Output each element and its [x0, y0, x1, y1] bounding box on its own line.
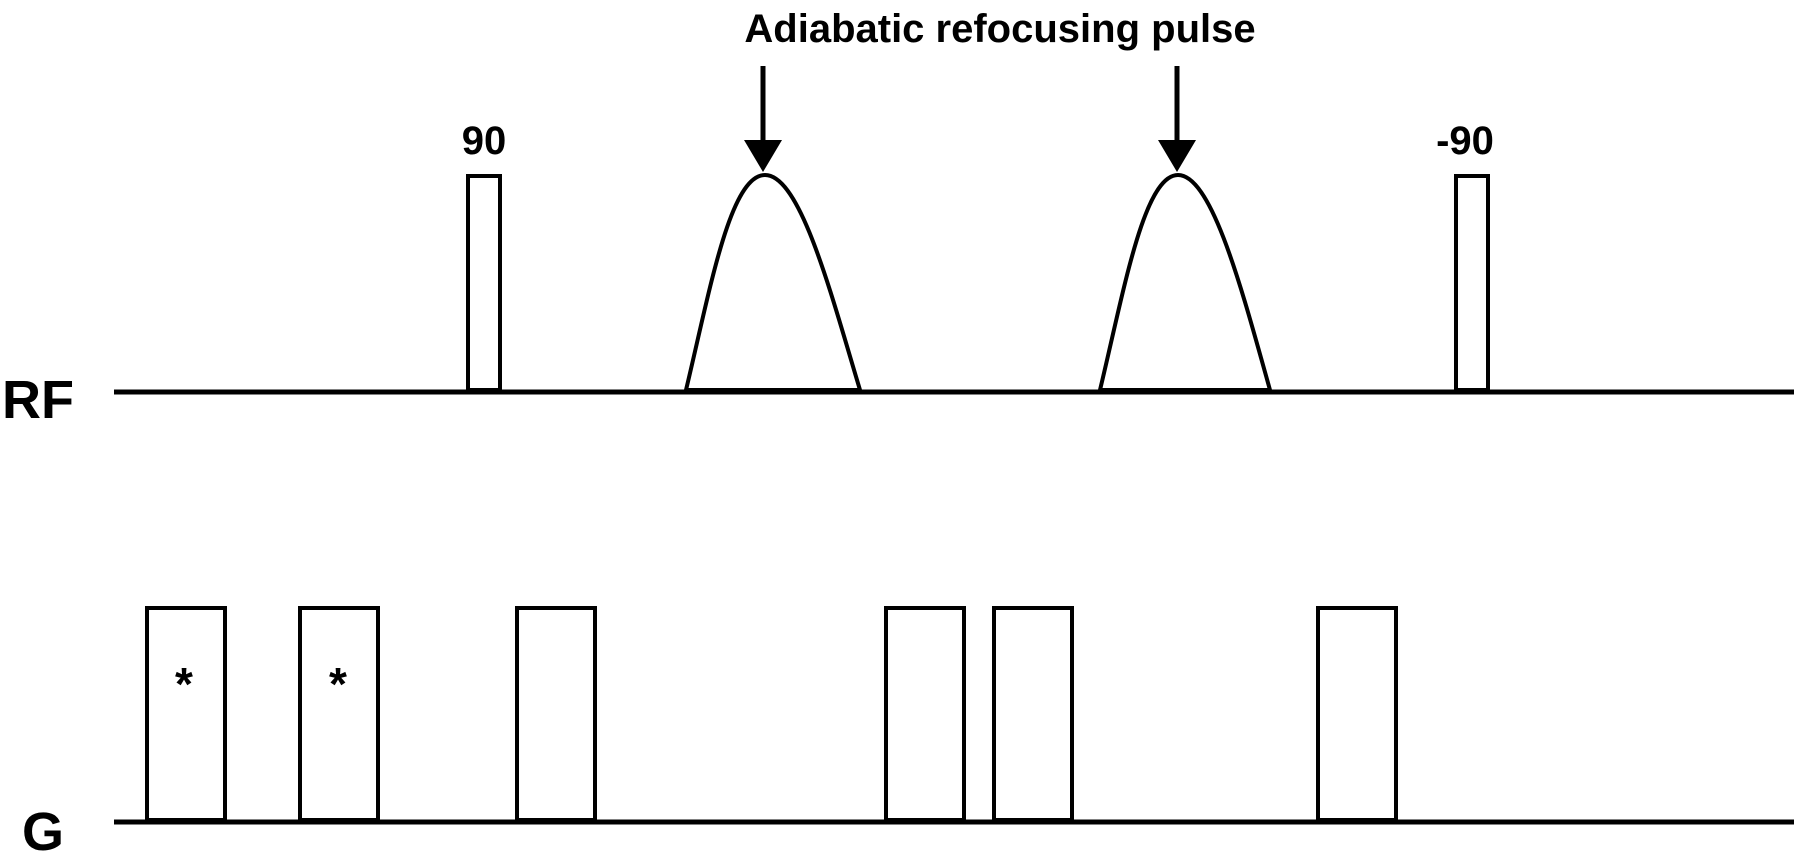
- arrow-icon-right: [1158, 66, 1196, 172]
- diagram-title: Adiabatic refocusing pulse: [744, 7, 1255, 51]
- gradient-marker-1: *: [175, 658, 193, 710]
- g-row-label: G: [22, 802, 64, 857]
- gradient-lobe-1: [145, 606, 227, 822]
- arrow-icon-left: [744, 66, 782, 172]
- gradient-lobe-5: [992, 606, 1074, 822]
- rf-adiabatic-pulse-2: [1097, 172, 1273, 392]
- rf-hard-pulse-90: [466, 174, 502, 392]
- rf-hard-pulse-minus-90: [1454, 174, 1490, 392]
- rf-row-label: RF: [2, 370, 74, 430]
- gradient-lobe-2: [298, 606, 380, 822]
- rf-adiabatic-pulse-1: [683, 172, 863, 392]
- gradient-lobe-6: [1316, 606, 1398, 822]
- gradient-lobe-4: [884, 606, 966, 822]
- rf-pulse-label-90: 90: [462, 119, 507, 163]
- rf-pulse-label-minus-90: -90: [1436, 119, 1494, 163]
- gradient-marker-2: *: [329, 658, 347, 710]
- gradient-lobe-3: [515, 606, 597, 822]
